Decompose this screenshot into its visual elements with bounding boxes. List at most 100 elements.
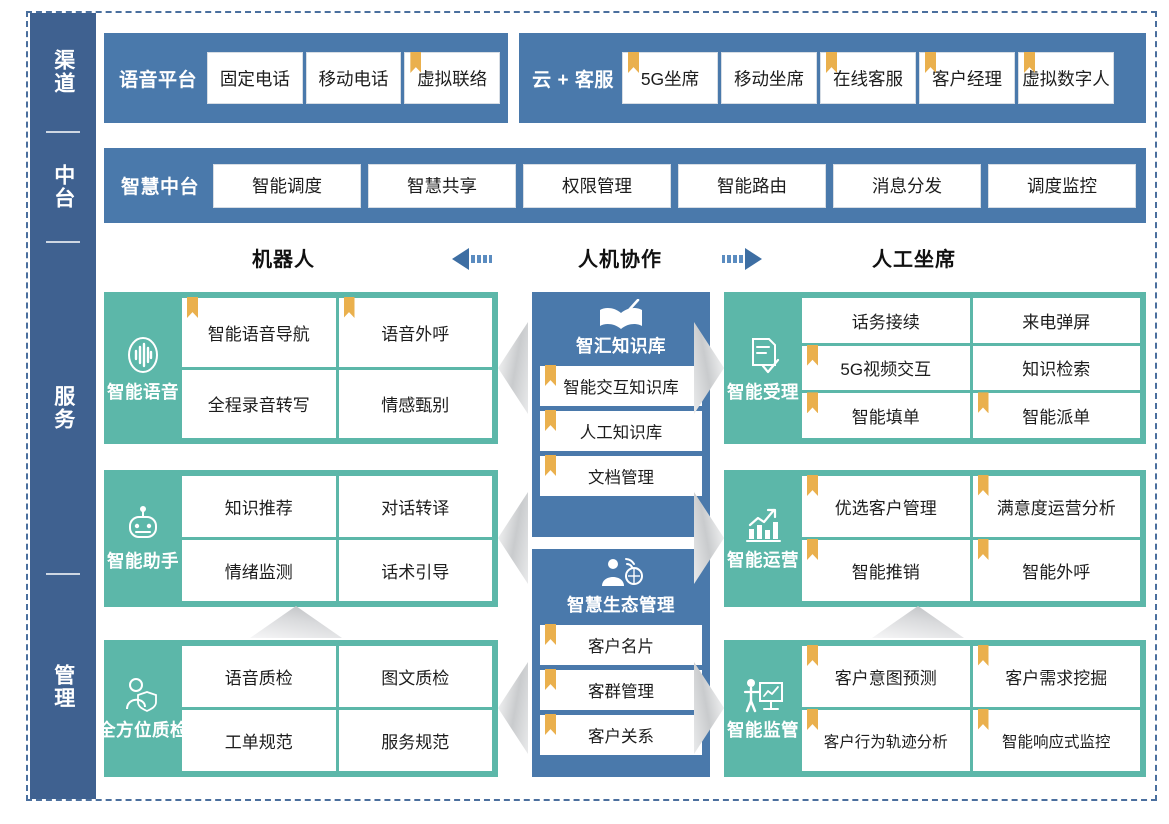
service-cell[interactable]: 智能响应式监控 — [972, 710, 1140, 771]
service-cell-label: 客户意图预测 — [834, 669, 937, 688]
service-cell-label: 知识推荐 — [224, 499, 293, 518]
open-book-pen-icon — [540, 299, 702, 333]
service-cell-label: 情感甄别 — [381, 396, 450, 416]
service-cell[interactable]: 智能推销 — [802, 540, 970, 601]
service-cell-label: 话术引导 — [381, 563, 450, 582]
channel-item[interactable]: 虚拟数字人 — [1018, 52, 1114, 104]
arrow-left-icon — [452, 248, 508, 270]
bar-chart-up-icon — [741, 505, 785, 547]
service-cell[interactable]: 对话转译 — [338, 476, 492, 537]
service-cell-label: 对话转译 — [381, 499, 450, 518]
center-item[interactable]: 客群管理 — [540, 670, 702, 710]
center-item-label: 客户名片 — [588, 638, 654, 656]
service-cell[interactable]: 客户意图预测 — [802, 646, 970, 707]
middle-platform-item[interactable]: 权限管理 — [523, 163, 671, 208]
service-cell[interactable]: 智能外呼 — [972, 540, 1140, 601]
center-item[interactable]: 客户名片 — [540, 625, 702, 665]
service-block-smart-assistant: 智能助手 知识推荐 对话转译 情绪监测 话术引导 — [104, 470, 498, 607]
middle-platform-item[interactable]: 智慧共享 — [368, 163, 516, 208]
service-cell-grid: 智能语音导航 语音外呼 全程录音转写 情感甄别 — [182, 292, 498, 444]
category-smart-operation: 智能运营 — [724, 505, 802, 572]
service-cell-label: 全程录音转写 — [207, 396, 310, 416]
service-cell[interactable]: 客户需求挖掘 — [972, 646, 1140, 707]
service-cell[interactable]: 智能派单 — [972, 393, 1140, 438]
center-item[interactable]: 人工知识库 — [540, 411, 702, 451]
sidebar-item-label: 渠道 — [51, 49, 75, 95]
service-cell[interactable]: 语音质检 — [182, 646, 336, 707]
center-block-title: 智汇知识库 — [576, 336, 666, 356]
sidebar-item-middle-platform[interactable]: 中台 — [30, 133, 96, 241]
category-label: 智能语音 — [107, 381, 179, 402]
voice-platform-title: 语音平台 — [118, 69, 197, 91]
service-cell[interactable]: 图文质检 — [338, 646, 492, 707]
sidebar-item-channel[interactable]: 渠道 — [30, 13, 96, 131]
presenter-board-icon — [740, 675, 786, 717]
service-cell-label: 语音外呼 — [381, 324, 450, 344]
service-cell[interactable]: 优选客户管理 — [802, 476, 970, 537]
channel-item-label: 在线客服 — [833, 68, 903, 89]
service-cell-label: 知识检索 — [1022, 360, 1091, 380]
service-cell[interactable]: 知识推荐 — [182, 476, 336, 537]
service-cell[interactable]: 工单规范 — [182, 710, 336, 771]
channel-item-label: 移动坐席 — [734, 68, 804, 89]
service-cell[interactable]: 服务规范 — [338, 710, 492, 771]
sidebar-item-service[interactable]: 服务 — [30, 243, 96, 573]
service-block-quality-check: 全方位质检 语音质检 图文质检 工单规范 服务规范 — [98, 640, 498, 777]
arrow-right-icon — [706, 248, 762, 270]
sidebar-item-label: 管理 — [51, 664, 75, 710]
channel-item[interactable]: 虚拟联络 — [404, 52, 501, 104]
service-cell[interactable]: 语音外呼 — [338, 298, 492, 367]
center-item-label: 客户关系 — [588, 728, 654, 746]
service-cell[interactable]: 情绪监测 — [182, 540, 336, 601]
category-smart-assistant: 智能助手 — [104, 504, 182, 573]
channel-item[interactable]: 在线客服 — [820, 52, 916, 104]
center-item[interactable]: 智能交互知识库 — [540, 366, 702, 406]
service-cell-grid: 客户意图预测 客户需求挖掘 客户行为轨迹分析 智能响应式监控 — [802, 640, 1146, 777]
middle-platform-item-label: 调度监控 — [1027, 176, 1097, 196]
center-block-title: 智慧生态管理 — [567, 595, 675, 615]
center-item-label: 文档管理 — [588, 469, 654, 487]
middle-platform-item[interactable]: 调度监控 — [988, 163, 1136, 208]
sidebar-divider — [46, 241, 80, 243]
service-cell-label: 语音质检 — [224, 669, 293, 688]
person-shield-icon — [121, 675, 165, 717]
service-cell[interactable]: 智能填单 — [802, 393, 970, 438]
channel-item[interactable]: 移动坐席 — [721, 52, 817, 104]
service-cell-label: 智能语音导航 — [207, 324, 310, 344]
center-block-ecosystem: 智慧生态管理 客户名片 客群管理 客户关系 — [532, 549, 710, 777]
channel-item-label: 5G坐席 — [640, 68, 700, 89]
service-cell[interactable]: 来电弹屏 — [972, 298, 1140, 343]
center-item-label: 智能交互知识库 — [563, 379, 679, 397]
middle-platform-item-label: 权限管理 — [562, 176, 632, 196]
service-cell-label: 情绪监测 — [224, 563, 293, 582]
center-item[interactable]: 文档管理 — [540, 456, 702, 496]
channel-item[interactable]: 5G坐席 — [622, 52, 718, 104]
sidebar-divider — [46, 573, 80, 575]
service-cell[interactable]: 客户行为轨迹分析 — [802, 710, 970, 771]
service-cell[interactable]: 全程录音转写 — [182, 369, 336, 438]
channel-item[interactable]: 固定电话 — [207, 52, 303, 104]
channel-item[interactable]: 移动电话 — [305, 52, 402, 104]
middle-platform-item[interactable]: 消息分发 — [833, 163, 981, 208]
service-cell[interactable]: 满意度运营分析 — [972, 476, 1140, 537]
service-cell-label: 智能填单 — [851, 408, 920, 428]
service-cell[interactable]: 情感甄别 — [338, 369, 492, 438]
center-item[interactable]: 客户关系 — [540, 715, 702, 755]
channel-item[interactable]: 客户经理 — [919, 52, 1015, 104]
voice-platform-band: 语音平台 固定电话 移动电话 虚拟联络 — [104, 33, 508, 123]
service-block-smart-voice: 智能语音 智能语音导航 语音外呼 全程录音转写 情感甄别 — [104, 292, 498, 444]
sidebar-item-management[interactable]: 管理 — [30, 575, 96, 799]
service-cell[interactable]: 知识检索 — [972, 345, 1140, 391]
service-cell[interactable]: 话术引导 — [338, 540, 492, 601]
channel-item-label: 固定电话 — [219, 68, 290, 89]
sidebar-item-label: 中台 — [51, 164, 75, 210]
service-cell-label: 服务规范 — [381, 733, 450, 752]
middle-platform-item[interactable]: 智能调度 — [213, 163, 361, 208]
category-label: 智能受理 — [727, 381, 799, 402]
service-cell[interactable]: 5G视频交互 — [802, 345, 970, 391]
middle-platform-item[interactable]: 智能路由 — [678, 163, 826, 208]
service-cell-label: 图文质检 — [381, 669, 450, 688]
service-cell[interactable]: 智能语音导航 — [182, 298, 336, 367]
service-cell-grid: 语音质检 图文质检 工单规范 服务规范 — [182, 640, 498, 777]
service-cell[interactable]: 话务接续 — [802, 298, 970, 343]
